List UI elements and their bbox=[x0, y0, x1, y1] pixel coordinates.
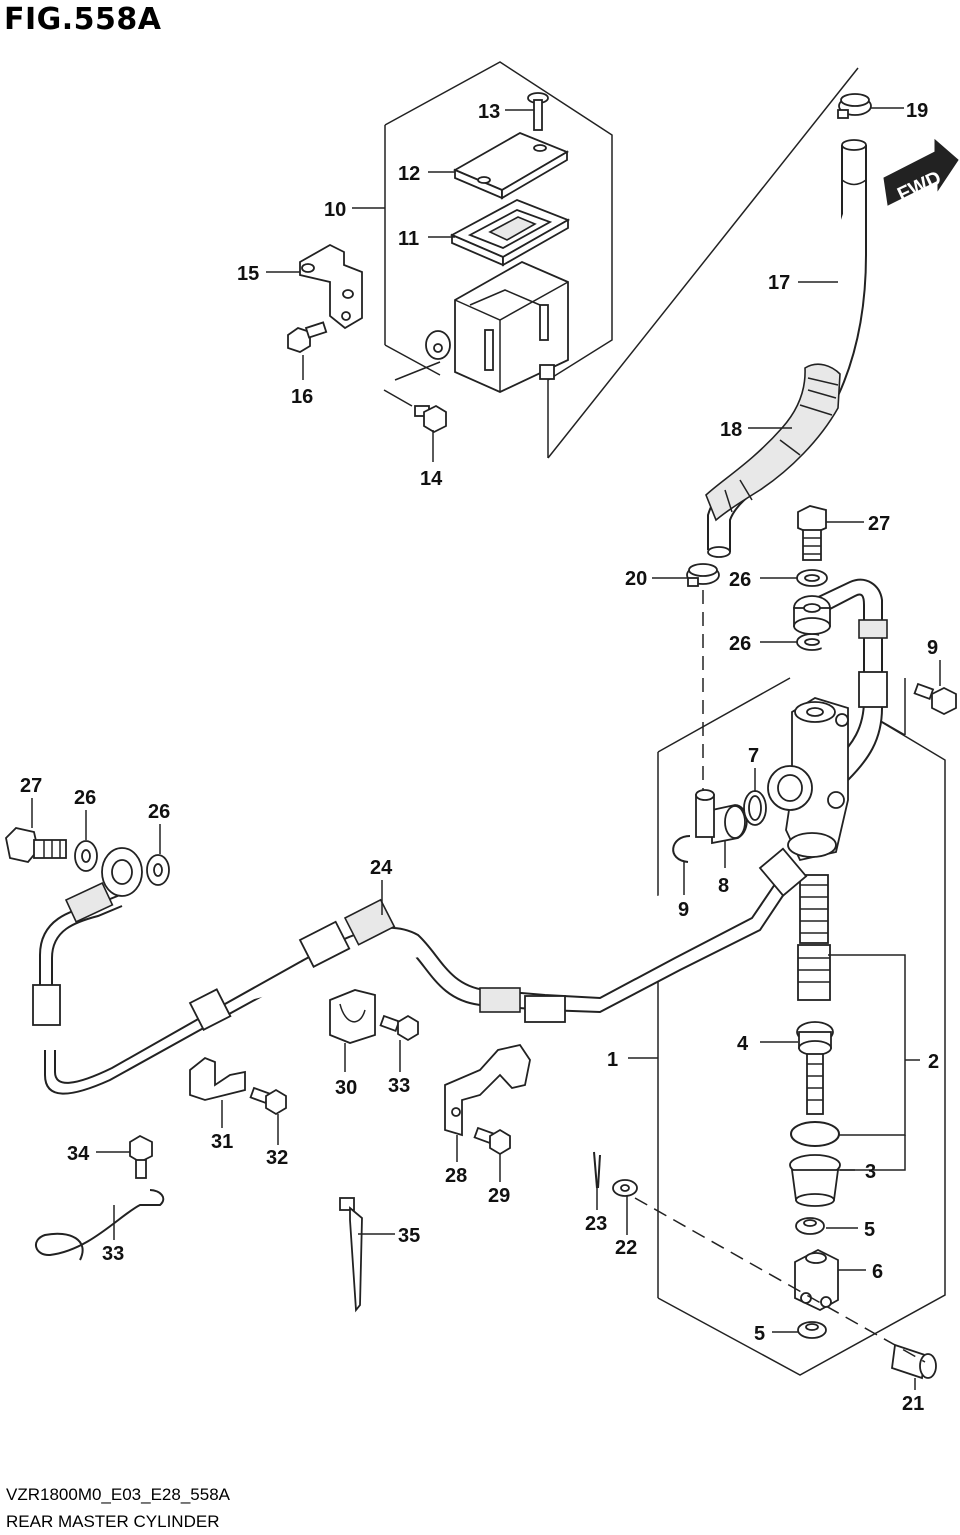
callout-8: 8 bbox=[718, 875, 729, 897]
boot-spring bbox=[799, 874, 829, 944]
push-rod-4 bbox=[796, 1021, 834, 1115]
fwd-direction-marker: FWD bbox=[883, 138, 959, 206]
washer-26-lower-b bbox=[146, 854, 170, 886]
callout-9: 9 bbox=[678, 899, 689, 921]
callout-18: 17 bbox=[768, 272, 790, 294]
callout-26-lower-b: 26 bbox=[148, 801, 170, 823]
callout-31: 31 bbox=[211, 1131, 233, 1153]
circlip-9 bbox=[672, 835, 691, 863]
callout-23: 22 bbox=[615, 1237, 637, 1259]
snap-ring bbox=[790, 1121, 840, 1147]
bolt-32 bbox=[249, 1086, 287, 1116]
nut-5-lower bbox=[797, 1321, 827, 1339]
callout-30: 30 bbox=[335, 1077, 357, 1099]
washer-23 bbox=[612, 1179, 638, 1197]
boot bbox=[797, 944, 831, 1001]
callout-3: 3 bbox=[865, 1161, 876, 1183]
callout-labels: 13 12 11 10 15 16 14 19 17 18 20 27 26 2… bbox=[20, 100, 939, 1415]
callout-20: 19 bbox=[906, 100, 928, 122]
brake-hose-25 bbox=[32, 847, 808, 1095]
callout-4: 4 bbox=[737, 1033, 749, 1055]
callout-2: 2 bbox=[928, 1051, 939, 1073]
callout-14: 13 bbox=[478, 101, 500, 123]
callout-7: 7 bbox=[748, 745, 759, 767]
washer-26-lower-a bbox=[74, 840, 98, 872]
nut-5-upper bbox=[795, 1217, 825, 1235]
callout-28: 28 bbox=[445, 1165, 467, 1187]
callout-24: 23 bbox=[585, 1213, 607, 1235]
bracket-16 bbox=[299, 243, 363, 330]
callout-27-upper: 27 bbox=[868, 513, 890, 535]
callout-13: 12 bbox=[398, 163, 420, 185]
master-cylinder-body bbox=[767, 697, 849, 862]
washer-26-upper-a bbox=[796, 569, 828, 587]
callout-11: 10 bbox=[324, 199, 346, 221]
cable-tie-35 bbox=[339, 1197, 363, 1313]
callout-6: 6 bbox=[872, 1261, 883, 1283]
callout-27-lower: 27 bbox=[20, 775, 42, 797]
washer-26-upper-b bbox=[796, 633, 828, 651]
clevis-6 bbox=[794, 1248, 839, 1312]
pin-22 bbox=[891, 1343, 937, 1380]
callout-26-lower-a: 26 bbox=[74, 787, 96, 809]
bolt-15 bbox=[414, 404, 447, 434]
cotter-pin-24 bbox=[593, 1151, 601, 1189]
wire-clamp-33 bbox=[35, 1189, 165, 1261]
callout-5-lower: 5 bbox=[754, 1323, 765, 1345]
callout-21: 20 bbox=[625, 568, 647, 590]
bolt-10 bbox=[913, 682, 957, 716]
clamp-20 bbox=[837, 93, 872, 119]
banjo-bolt-27-lower bbox=[5, 827, 67, 863]
callout-32: 32 bbox=[266, 1147, 288, 1169]
reservoir-body bbox=[425, 260, 569, 393]
callout-34: 34 bbox=[67, 1143, 90, 1165]
bracket-28 bbox=[444, 1043, 531, 1137]
figure-title: FIG.558A bbox=[4, 2, 162, 37]
bolt-34 bbox=[129, 1134, 153, 1179]
diagram-caption: REAR MASTER CYLINDER bbox=[6, 1512, 220, 1531]
bolt-29 bbox=[473, 1126, 511, 1156]
callout-33-lower: 33 bbox=[102, 1243, 124, 1265]
callout-19: 18 bbox=[720, 419, 742, 441]
reservoir-group-outline bbox=[384, 61, 859, 459]
bolt-33-upper bbox=[379, 1014, 419, 1042]
reservoir-cap bbox=[452, 132, 570, 200]
clamp-31 bbox=[189, 1056, 246, 1101]
banjo-fitting-lower bbox=[101, 847, 143, 897]
callout-10: 9 bbox=[927, 637, 938, 659]
diagram-code: VZR1800M0_E03_E28_558A bbox=[6, 1485, 230, 1504]
diaphragm bbox=[449, 199, 571, 267]
banjo-bolt-27-upper bbox=[797, 505, 827, 561]
callout-17: 16 bbox=[291, 386, 313, 408]
callout-22: 21 bbox=[902, 1393, 924, 1415]
hose-sleeve-19 bbox=[705, 363, 841, 522]
callout-15: 14 bbox=[420, 468, 443, 490]
clamp-30 bbox=[329, 989, 376, 1044]
callout-5-upper: 5 bbox=[864, 1219, 875, 1241]
callout-16: 15 bbox=[237, 263, 259, 285]
bolt-17 bbox=[287, 321, 328, 353]
callout-25: 24 bbox=[370, 857, 393, 879]
callout-1: 1 bbox=[607, 1049, 618, 1071]
callout-33-upper: 33 bbox=[388, 1075, 410, 1097]
callout-29: 29 bbox=[488, 1185, 510, 1207]
clamp-21 bbox=[686, 563, 720, 587]
callout-12: 11 bbox=[398, 228, 419, 250]
o-ring-7 bbox=[743, 790, 767, 826]
callout-26-upper-a: 26 bbox=[729, 569, 751, 591]
leader-lines bbox=[31, 107, 941, 1390]
callout-35: 35 bbox=[398, 1225, 420, 1247]
screw-14 bbox=[527, 92, 549, 131]
callout-26-upper-b: 26 bbox=[729, 633, 751, 655]
fitting-8 bbox=[695, 789, 748, 845]
cup-3 bbox=[789, 1154, 841, 1207]
